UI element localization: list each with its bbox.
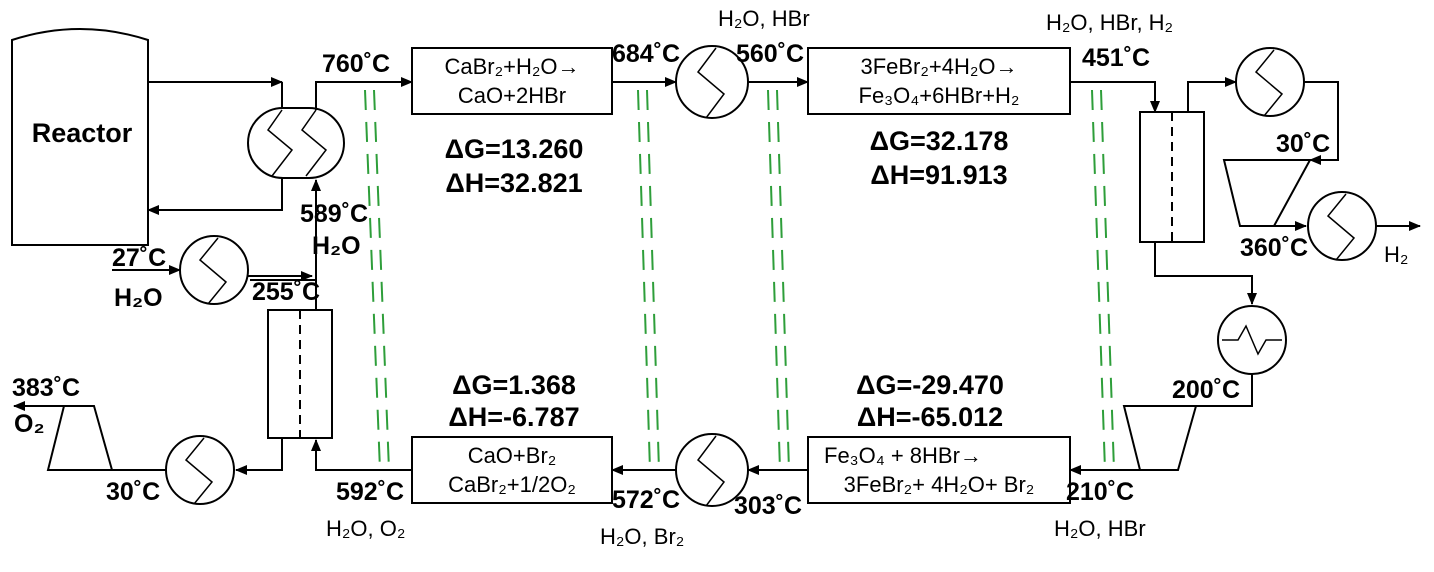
stream-label-h2o-hbr-bottom: H₂O, HBr: [1054, 516, 1146, 541]
cooler-h2: [1307, 191, 1377, 261]
r1-line2: CaO+2HBr: [458, 83, 566, 108]
left-separator: [267, 309, 333, 439]
reaction-1-box: CaBr₂+H₂O→ CaO+2HBr: [411, 47, 613, 115]
temp-30-left: 30˚C: [106, 478, 160, 506]
r1-line1: CaBr₂+H₂O→: [444, 54, 579, 79]
temp-592: 592˚C: [336, 478, 404, 506]
coil-icon: [1326, 193, 1356, 261]
r2-dh: ΔH=91.913: [870, 160, 1007, 190]
r4-dh: ΔH=-6.787: [448, 402, 579, 432]
temp-255: 255˚C: [252, 278, 320, 306]
heater-right: [1217, 305, 1287, 375]
main-heat-exchanger: [247, 107, 345, 179]
stream-label-o2: O₂: [14, 410, 45, 438]
reactor-label: Reactor: [32, 118, 133, 148]
r3-line1: Fe₃O₄ + 8HBr→: [824, 443, 982, 468]
temp-684: 684˚C: [612, 40, 680, 68]
temp-27: 27˚C: [112, 244, 166, 272]
compressor-bottom-right: [1122, 405, 1198, 471]
stream-heater-to-compressor: [1196, 374, 1253, 407]
temp-760: 760˚C: [322, 50, 390, 78]
reaction-3-box: Fe₃O₄ + 8HBr→ 3FeBr₂+ 4H₂O+ Br₂: [807, 436, 1071, 504]
compressor-left: [46, 405, 114, 471]
temp-451: 451˚C: [1082, 44, 1150, 72]
coil-1-icon: [266, 109, 294, 177]
stream-label-h2: H₂: [1384, 242, 1408, 267]
r2-line1: 3FeBr₂+4H₂O→: [860, 54, 1017, 79]
temp-360: 360˚C: [1240, 234, 1308, 262]
stream-label-h2o-br2: H₂O, Br₂: [600, 524, 684, 549]
cooler-top-right: [1235, 47, 1305, 117]
stream-sep-to-cooler: [1187, 77, 1237, 112]
stream-sep-to-hx: [250, 279, 317, 310]
stream-to-r1: [315, 77, 413, 110]
coil-icon: [696, 47, 726, 119]
stream-label-h2o-left: H₂O: [312, 232, 361, 260]
coil-icon: [184, 437, 214, 505]
reactor-vessel: Reactor: [11, 28, 149, 246]
stream-to-compressor: [1304, 81, 1339, 165]
stream-label-h2o-o2: H₂O, O₂: [326, 516, 405, 541]
r4-line1: CaO+Br₂: [468, 443, 557, 468]
reactor-return-line: [147, 178, 283, 215]
stream-sep-to-cooler: [235, 438, 283, 475]
heater-coil-icon: [1222, 324, 1282, 356]
temp-30-right: 30˚C: [1276, 130, 1330, 158]
r1-dh: ΔH=32.821: [445, 168, 582, 198]
right-separator: [1139, 111, 1205, 243]
coil-icon: [198, 237, 228, 305]
temp-589: 589˚C: [300, 200, 368, 228]
stream-sep-to-heater: [1154, 242, 1257, 305]
temp-210: 210˚C: [1066, 478, 1134, 506]
coil-icon: [1254, 49, 1284, 117]
cooler-left-bottom: [165, 435, 235, 505]
r2-dg: ΔG=32.178: [870, 126, 1009, 156]
temp-303: 303˚C: [734, 492, 802, 520]
r4-dg: ΔG=1.368: [452, 370, 576, 400]
stream-r4-to-separator: [311, 439, 412, 471]
r2-line2: Fe₃O₄+6HBr+H₂: [859, 83, 1020, 108]
temp-572: 572˚C: [612, 486, 680, 514]
stream-label-h2o-hbr-h2: H₂O, HBr, H₂: [1046, 10, 1173, 35]
coil-icon: [696, 435, 726, 507]
stream-label-h2o-hbr-top: H₂O, HBr: [718, 6, 810, 31]
water-preheater: [179, 235, 249, 305]
reaction-4-box: CaO+Br₂ CaBr₂+1/2O₂: [411, 436, 613, 504]
r3-dh: ΔH=-65.012: [857, 402, 1003, 432]
stream-r2-to-separator: [1070, 81, 1160, 113]
r3-line2: 3FeBr₂+ 4H₂O+ Br₂: [844, 472, 1035, 497]
r4-line2: CaBr₂+1/2O₂: [448, 472, 576, 497]
r3-dg: ΔG=-29.470: [856, 370, 1004, 400]
r1-dg: ΔG=13.260: [445, 134, 584, 164]
stream-label-h2o-feed: H₂O: [114, 284, 163, 312]
temp-200: 200˚C: [1172, 376, 1240, 404]
reaction-2-box: 3FeBr₂+4H₂O→ Fe₃O₄+6HBr+H₂: [807, 47, 1071, 115]
temp-560: 560˚C: [736, 40, 804, 68]
temp-383: 383˚C: [12, 374, 80, 402]
compressor-right: [1222, 159, 1312, 227]
coil-2-icon: [300, 109, 328, 177]
